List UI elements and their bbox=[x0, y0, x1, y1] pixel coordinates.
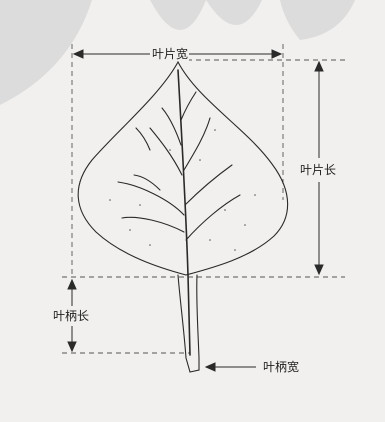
dimension-arrows bbox=[68, 50, 323, 371]
watermark-arc-right bbox=[280, 0, 355, 40]
petiole-width-label: 叶柄宽 bbox=[262, 360, 300, 374]
blade-width-label: 叶片宽 bbox=[151, 47, 189, 61]
petiole-base bbox=[186, 358, 199, 372]
vein-left-upper bbox=[162, 108, 181, 145]
petiole-width-arrowhead bbox=[206, 363, 215, 371]
petiole-length-label: 叶柄长 bbox=[52, 309, 90, 323]
vein-right-lower bbox=[185, 165, 232, 205]
vein-left-lowest bbox=[122, 217, 184, 232]
vein-right-lowest bbox=[186, 195, 240, 240]
vein-right-upper bbox=[181, 92, 196, 120]
vein-branch-2 bbox=[134, 175, 160, 190]
petiole-left-edge bbox=[178, 275, 186, 358]
blade-width-arrowhead-right bbox=[272, 50, 281, 58]
guide-lines bbox=[62, 44, 345, 353]
blade-length-label: 叶片长 bbox=[299, 163, 337, 177]
blade-length-arrowhead-bottom bbox=[315, 265, 323, 274]
vein-branch-1 bbox=[136, 128, 150, 150]
leaf-drawing bbox=[78, 62, 287, 372]
vein-left-lower bbox=[118, 182, 184, 215]
petiole-length-arrowhead-top bbox=[68, 280, 76, 289]
petiole-right-edge bbox=[197, 275, 199, 358]
watermark-arc-middle bbox=[150, 0, 262, 30]
blade-length-arrowhead-top bbox=[315, 62, 323, 71]
petiole-length-arrowhead-bottom bbox=[68, 342, 76, 351]
blade-width-arrowhead-left bbox=[74, 50, 83, 58]
vein-right-middle bbox=[184, 118, 210, 170]
